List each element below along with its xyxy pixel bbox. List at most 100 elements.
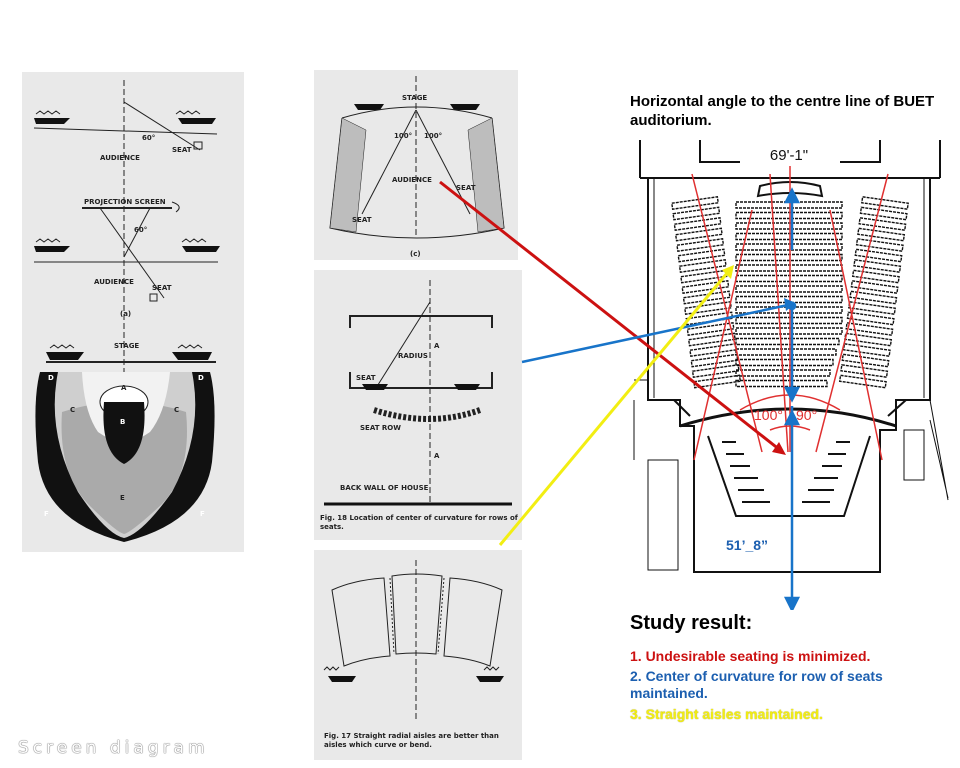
- study-result-heading: Study result:: [630, 612, 753, 634]
- angle-label-2: 60°: [134, 226, 147, 234]
- zone-letter-d-left: D: [48, 374, 54, 382]
- bottom-dimension-label: 51’_8”: [726, 537, 768, 553]
- fig-18-caption: Fig. 18 Location of center of curvature …: [320, 514, 518, 531]
- seat-row: [840, 364, 889, 378]
- fig-18-panel: RADIUS A SEAT SEAT ROW A BACK WALL OF HO…: [314, 270, 522, 540]
- buet-floor-plan: 69'-1" 100° 90° 51’_8”: [633, 140, 949, 610]
- seat-row: [673, 217, 722, 231]
- fig-18-seat-row-label: SEAT ROW: [360, 424, 401, 432]
- seat-row: [853, 259, 902, 273]
- fig-c-drawing: STAGE 100° 100° AUDIENCE SEAT SEAT (c): [329, 76, 505, 258]
- plan-angle-right: 90°: [796, 407, 817, 423]
- seat-row: [858, 217, 907, 231]
- plan-angle-left: 100°: [754, 407, 783, 423]
- seat-row: [850, 280, 899, 294]
- seat-row: [848, 301, 896, 315]
- seat-row: [859, 206, 908, 221]
- zone-letter-f-right: F: [200, 510, 205, 518]
- seat-row: [838, 374, 887, 389]
- seat-row: [735, 337, 840, 346]
- audience-label-1: AUDIENCE: [100, 154, 140, 162]
- zone-letter-e: E: [120, 494, 125, 502]
- seat-row: [851, 269, 900, 284]
- seat-row: [735, 348, 837, 356]
- speaker-left-icon: [362, 384, 388, 390]
- fig-18-radius-label: RADIUS: [398, 352, 428, 360]
- seat-row: [844, 332, 893, 347]
- seat-label-2: SEAT: [152, 284, 172, 292]
- seat-row: [735, 253, 843, 262]
- plan-title: Horizontal angle to the centre line of B…: [630, 93, 935, 129]
- zone-letter-c-left: C: [70, 406, 75, 414]
- stage-label: STAGE: [114, 342, 139, 350]
- seat-row: [686, 322, 735, 336]
- seat-row: [735, 264, 843, 272]
- seat-row: [676, 238, 725, 252]
- seat-row: [735, 232, 843, 241]
- seat-row: [735, 316, 843, 325]
- fig-c-seat-left: SEAT: [352, 216, 372, 224]
- audience-label-2: AUDIENCE: [94, 278, 134, 286]
- seat-row: [845, 322, 894, 336]
- seat-row: [735, 358, 834, 367]
- fig-c-stage-label: STAGE: [402, 94, 427, 102]
- zone-letter-b: B: [120, 418, 125, 426]
- zone-letter-d-right: D: [198, 374, 204, 382]
- fig-18-a-top: A: [434, 342, 440, 350]
- seat-row: [855, 238, 904, 252]
- speaker-left-icon: [354, 104, 384, 110]
- zone-letter-c-right: C: [174, 406, 179, 414]
- seat-row: [735, 222, 843, 230]
- speaker-left-icon: [328, 676, 356, 682]
- seat-row: [689, 343, 738, 357]
- seat-row: [674, 227, 723, 242]
- speaker-left-icon: [34, 118, 70, 124]
- seat-row: [841, 353, 890, 368]
- seat-row: [678, 259, 727, 273]
- fig-c-angle-left: 100°: [394, 132, 412, 140]
- speaker-right-icon: [450, 104, 480, 110]
- seat-row: [842, 343, 891, 357]
- lower-seat-rows: [722, 441, 850, 503]
- fig-c-caption: (c): [410, 250, 421, 258]
- seat-row: [671, 196, 719, 210]
- zone-letter-a: A: [121, 384, 127, 392]
- seat-row: [854, 248, 903, 263]
- seat-row: [693, 374, 742, 389]
- fig-18-seat-label: SEAT: [356, 374, 376, 382]
- fig-18-back-wall-label: BACK WALL OF HOUSE: [340, 484, 429, 492]
- study-result-1: 1. Undesirable seating is minimized.: [630, 648, 871, 664]
- fig-17-drawing: [323, 560, 504, 720]
- left-figure-drawing: 60° AUDIENCE SEAT PROJECTION SCREEN 60° …: [33, 80, 220, 542]
- seat-label-1: SEAT: [172, 146, 192, 154]
- fig-18-a-bottom: A: [434, 452, 440, 460]
- study-result-3: 3. Straight aisles maintained.: [630, 706, 823, 722]
- seat-row: [846, 311, 895, 326]
- seat-row: [687, 332, 736, 347]
- fig-18-drawing: RADIUS A SEAT SEAT ROW A BACK WALL OF HO…: [324, 280, 512, 506]
- angle-label-1: 60°: [142, 134, 155, 142]
- fig-c-panel: STAGE 100° 100° AUDIENCE SEAT SEAT (c): [314, 70, 518, 260]
- seat-row: [861, 196, 909, 210]
- seat-row: [690, 353, 739, 368]
- seat-row: [677, 248, 726, 263]
- fig-17-panel: Fig. 17 Straight radial aisles are bette…: [314, 550, 522, 760]
- blue-center-markers: [783, 187, 801, 610]
- fig-c-seat-right: SEAT: [456, 184, 476, 192]
- seat-row: [735, 379, 828, 388]
- left-figure-panel: 60° AUDIENCE SEAT PROJECTION SCREEN 60° …: [22, 72, 244, 552]
- seat-row: [857, 227, 906, 242]
- fig-17-caption: Fig. 17 Straight radial aisles are bette…: [324, 732, 499, 749]
- seat-row: [672, 206, 721, 221]
- seat-row: [735, 327, 843, 335]
- fig-a-label: (a): [120, 310, 131, 318]
- watermark-text: Screen diagram: [18, 738, 209, 758]
- seat-row: [680, 269, 729, 284]
- seat-row: [735, 295, 843, 304]
- speaker-right-icon: [476, 676, 504, 682]
- speaker-right-icon: [178, 118, 216, 124]
- zone-letter-f-left: F: [44, 510, 49, 518]
- seat-row: [735, 274, 843, 283]
- projection-screen-label: PROJECTION SCREEN: [84, 198, 166, 206]
- fig-c-angle-right: 100°: [424, 132, 442, 140]
